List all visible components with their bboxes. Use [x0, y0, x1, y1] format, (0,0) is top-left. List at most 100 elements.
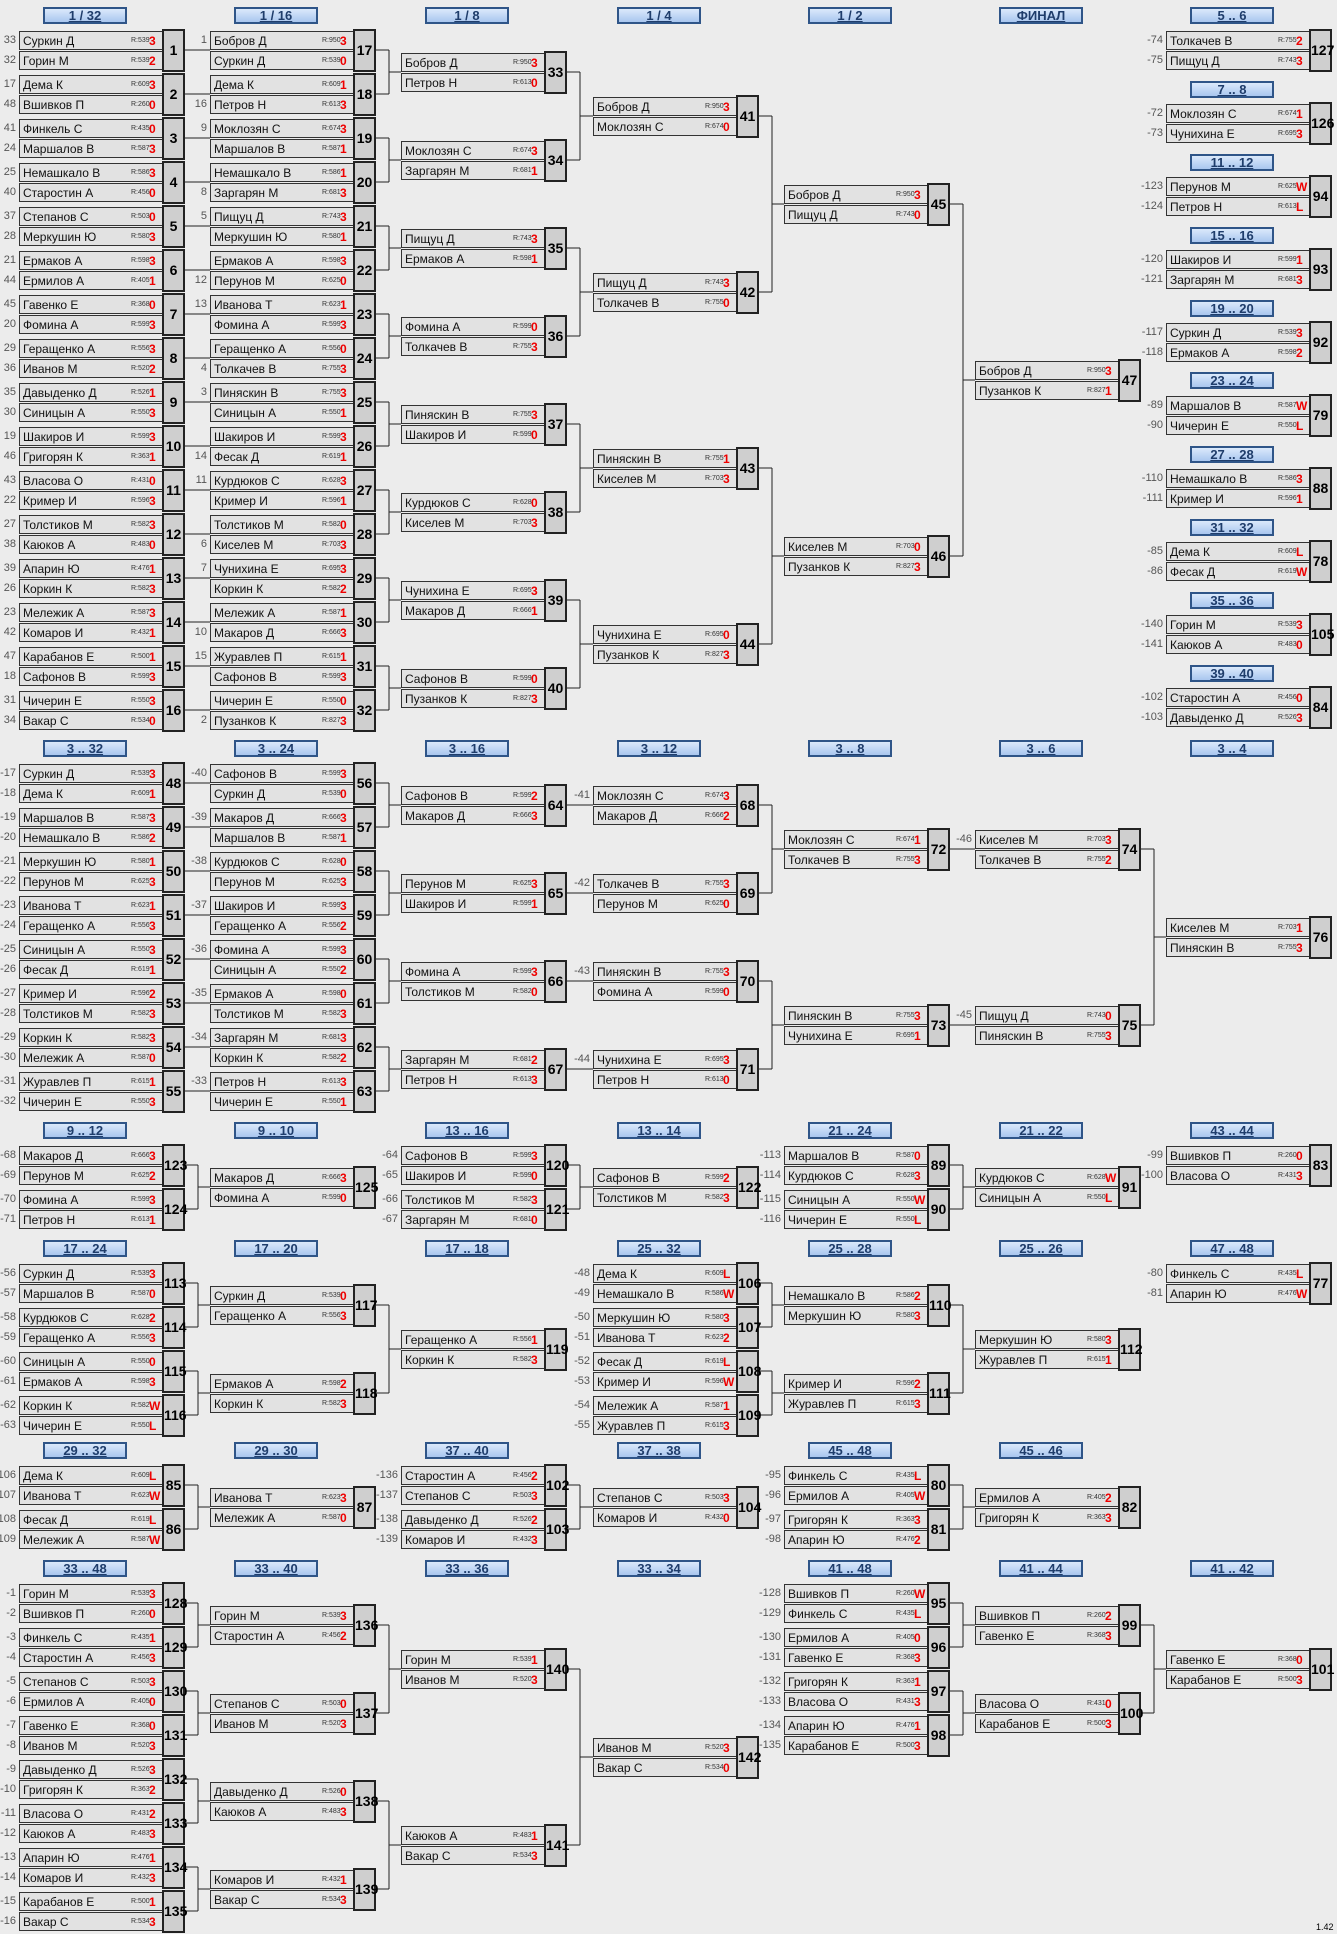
round-header[interactable]: 45 .. 48	[808, 1442, 892, 1459]
match-number[interactable]: 60	[353, 938, 376, 981]
match-number[interactable]: 29	[353, 557, 376, 600]
match-number[interactable]: 130	[162, 1670, 187, 1713]
round-header-label[interactable]: 3 .. 12	[640, 741, 678, 756]
round-header-label[interactable]: 1 / 4	[646, 8, 672, 23]
round-header-label[interactable]: 1 / 8	[454, 8, 480, 23]
match-number[interactable]: 51	[162, 894, 185, 937]
match-number[interactable]: 112	[1118, 1328, 1143, 1371]
match-number[interactable]: 127	[1309, 29, 1334, 72]
round-header[interactable]: 25 .. 32	[617, 1240, 701, 1257]
match-number[interactable]: 114	[162, 1306, 187, 1349]
round-header[interactable]: 37 .. 40	[425, 1442, 509, 1459]
round-header-label[interactable]: 45 .. 46	[1019, 1443, 1063, 1458]
match-number[interactable]: 5	[162, 205, 185, 248]
match-number[interactable]: 41	[736, 95, 759, 138]
round-header-label[interactable]: 43 .. 44	[1210, 1123, 1254, 1138]
match-number[interactable]: 141	[544, 1824, 569, 1867]
match-number[interactable]: 33	[544, 51, 567, 94]
match-number[interactable]: 94	[1309, 175, 1332, 218]
match-number[interactable]: 139	[353, 1868, 378, 1911]
round-header[interactable]: 41 .. 44	[999, 1560, 1083, 1577]
match-number[interactable]: 21	[353, 205, 376, 248]
round-header-label[interactable]: 13 .. 16	[445, 1123, 489, 1138]
round-header[interactable]: 17 .. 20	[234, 1240, 318, 1257]
match-number[interactable]: 23	[353, 293, 376, 336]
match-number[interactable]: 39	[544, 579, 567, 622]
match-number[interactable]: 49	[162, 806, 185, 849]
round-header-label[interactable]: 1 / 16	[259, 8, 293, 23]
round-header-label[interactable]: 21 .. 22	[1019, 1123, 1063, 1138]
match-number[interactable]: 118	[353, 1372, 378, 1415]
match-number[interactable]: 16	[162, 689, 185, 732]
match-number[interactable]: 93	[1309, 248, 1332, 291]
round-header[interactable]: 29 .. 32	[43, 1442, 127, 1459]
match-number[interactable]: 13	[162, 557, 185, 600]
match-number[interactable]: 27	[353, 469, 376, 512]
match-number[interactable]: 55	[162, 1070, 185, 1113]
round-header-label[interactable]: 3 .. 6	[1026, 741, 1056, 756]
round-header-label[interactable]: 3 .. 24	[257, 741, 295, 756]
match-number[interactable]: 30	[353, 601, 376, 644]
match-number[interactable]: 72	[927, 828, 950, 871]
match-number[interactable]: 111	[927, 1372, 951, 1415]
match-number[interactable]: 36	[544, 315, 567, 358]
round-header[interactable]: 41 .. 42	[1190, 1560, 1274, 1577]
match-number[interactable]: 1	[162, 29, 185, 72]
match-number[interactable]: 75	[1118, 1004, 1141, 1047]
round-header[interactable]: 33 .. 34	[617, 1560, 701, 1577]
round-header-label[interactable]: 11 .. 12	[1210, 155, 1254, 170]
round-header-label[interactable]: 15 .. 16	[1210, 228, 1254, 243]
match-number[interactable]: 86	[162, 1508, 185, 1551]
round-header[interactable]: 1 / 2	[808, 7, 892, 24]
match-number[interactable]: 59	[353, 894, 376, 937]
match-number[interactable]: 87	[353, 1486, 376, 1529]
match-number[interactable]: 134	[162, 1846, 187, 1889]
round-header[interactable]: 25 .. 26	[999, 1240, 1083, 1257]
match-number[interactable]: 9	[162, 381, 185, 424]
match-number[interactable]: 10	[162, 425, 185, 468]
match-number[interactable]: 120	[544, 1144, 569, 1187]
match-number[interactable]: 99	[1118, 1604, 1141, 1647]
round-header-label[interactable]: 17 .. 18	[445, 1241, 489, 1256]
match-number[interactable]: 79	[1309, 394, 1332, 437]
match-number[interactable]: 52	[162, 938, 185, 981]
match-number[interactable]: 95	[927, 1582, 950, 1625]
match-number[interactable]: 125	[353, 1166, 378, 1209]
round-header-label[interactable]: 35 .. 36	[1210, 593, 1254, 608]
round-header[interactable]: 31 .. 32	[1190, 519, 1274, 536]
round-header-label[interactable]: 25 .. 28	[828, 1241, 872, 1256]
round-header-label[interactable]: 33 .. 40	[254, 1561, 298, 1576]
round-header-label[interactable]: 9 .. 10	[257, 1123, 295, 1138]
round-header-label[interactable]: 33 .. 34	[637, 1561, 681, 1576]
match-number[interactable]: 138	[353, 1780, 378, 1823]
match-number[interactable]: 4	[162, 161, 185, 204]
round-header-label[interactable]: 37 .. 40	[445, 1443, 489, 1458]
match-number[interactable]: 83	[1309, 1144, 1332, 1187]
match-number[interactable]: 73	[927, 1004, 950, 1047]
round-header-label[interactable]: 25 .. 32	[637, 1241, 681, 1256]
match-number[interactable]: 40	[544, 667, 567, 710]
round-header-label[interactable]: 5 .. 6	[1217, 8, 1247, 23]
round-header-label[interactable]: 41 .. 42	[1210, 1561, 1254, 1576]
round-header-label[interactable]: 47 .. 48	[1210, 1241, 1254, 1256]
round-header[interactable]: 15 .. 16	[1190, 227, 1274, 244]
match-number[interactable]: 42	[736, 271, 759, 314]
match-number[interactable]: 47	[1118, 359, 1141, 402]
match-number[interactable]: 80	[927, 1464, 950, 1507]
match-number[interactable]: 106	[736, 1262, 761, 1305]
match-number[interactable]: 46	[927, 535, 950, 578]
round-header[interactable]: 13 .. 14	[617, 1122, 701, 1139]
round-header-label[interactable]: 1 / 32	[68, 8, 102, 23]
round-header[interactable]: 33 .. 40	[234, 1560, 318, 1577]
round-header-label[interactable]: 17 .. 24	[63, 1241, 107, 1256]
round-header-label[interactable]: 27 .. 28	[1210, 447, 1254, 462]
match-number[interactable]: 6	[162, 249, 185, 292]
round-header[interactable]: 1 / 16	[234, 7, 318, 24]
match-number[interactable]: 56	[353, 762, 376, 805]
round-header[interactable]: 47 .. 48	[1190, 1240, 1274, 1257]
match-number[interactable]: 133	[162, 1802, 187, 1845]
match-number[interactable]: 69	[736, 872, 759, 915]
match-number[interactable]: 92	[1309, 321, 1332, 364]
round-header[interactable]: 19 .. 20	[1190, 300, 1274, 317]
match-number[interactable]: 24	[353, 337, 376, 380]
